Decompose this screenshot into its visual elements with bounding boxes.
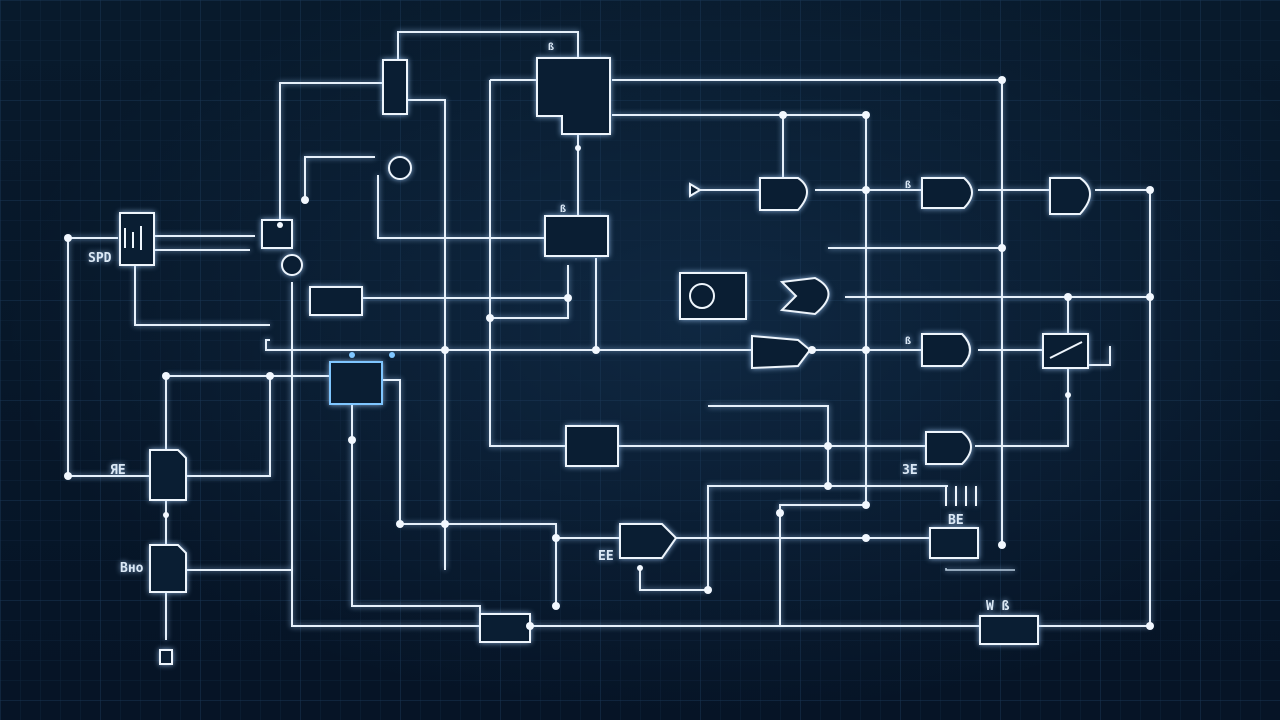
label-gate-row2: ß: [905, 336, 911, 347]
bottom-chip: [479, 613, 531, 643]
lower-block: [565, 425, 619, 467]
label-output: W ß: [986, 599, 1010, 614]
bus-leads: [945, 486, 977, 506]
left-amplifier-box: [309, 286, 363, 316]
gate-8: [619, 523, 678, 559]
relay-switch: [261, 219, 293, 249]
ground-terminal: [159, 649, 173, 665]
label-input-a: SPD: [88, 251, 112, 266]
gate-3: [1049, 177, 1091, 215]
components: [119, 57, 1091, 665]
label-gate-bot: ЕЕ: [598, 549, 614, 564]
labels: SPD ЯЕ Вно W ß ß ß ß ß ЗЕ ЕЕ ВЕ: [88, 42, 1010, 614]
gate-1: [759, 177, 808, 211]
label-block-mid: ß: [560, 204, 566, 215]
left-chip-1: [149, 449, 187, 501]
mixer-gate: [779, 276, 830, 316]
gate-4: [751, 334, 812, 370]
gate-2: [921, 177, 973, 209]
left-chip-2: [149, 544, 187, 593]
top-processor-block: [536, 57, 611, 135]
label-gate-right: ЗЕ: [902, 463, 918, 478]
junction-nodes: [64, 76, 1154, 630]
label-input-c: Вно: [120, 561, 144, 576]
input-coil: [281, 254, 303, 276]
input-arrow: [689, 182, 702, 198]
indicator-lamp: [388, 156, 412, 180]
output-box: [979, 615, 1039, 645]
label-counter: ВЕ: [948, 513, 964, 528]
label-gate-row1: ß: [905, 180, 911, 191]
top-register: [382, 59, 408, 115]
gate-7: [925, 431, 972, 465]
counter-chip: [929, 527, 979, 559]
selected-module: [329, 361, 383, 405]
label-block-top: ß: [548, 42, 554, 53]
label-input-b: ЯЕ: [110, 463, 126, 478]
gate-5: [921, 333, 971, 367]
middle-block: [544, 215, 609, 257]
